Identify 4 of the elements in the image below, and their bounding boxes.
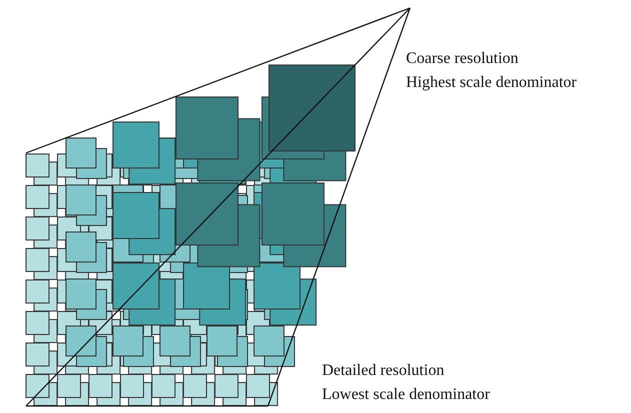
resolution-label: Detailed resolution (322, 362, 444, 380)
scale-label: Highest scale denominator (406, 74, 577, 92)
resolution-label: Coarse resolution (406, 50, 518, 68)
scale-label: Lowest scale denominator (322, 386, 490, 404)
